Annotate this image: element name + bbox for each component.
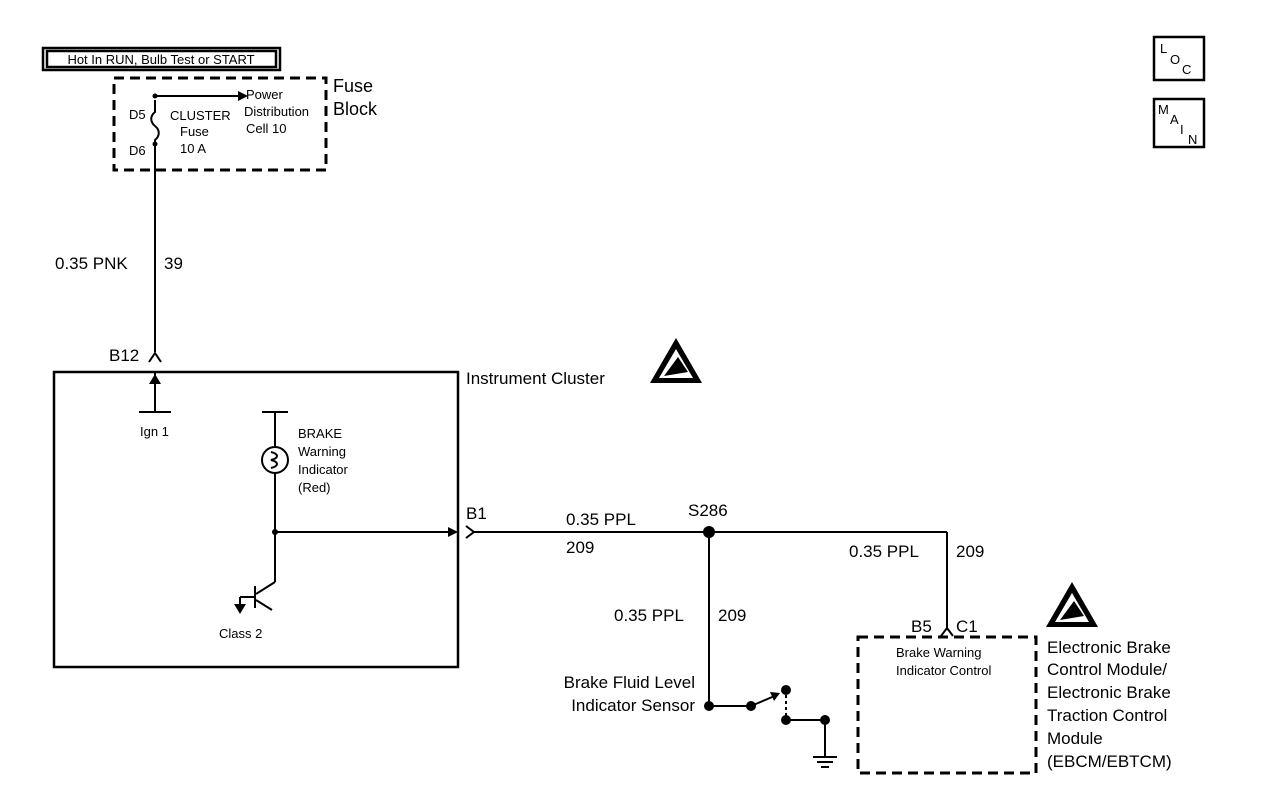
ebcm-module: Brake Warning Indicator Control Electron… bbox=[856, 582, 1172, 775]
instrument-cluster-title: Instrument Cluster bbox=[466, 369, 605, 388]
svg-text:M: M bbox=[1158, 102, 1169, 117]
brake-lamp-symbol bbox=[261, 446, 289, 474]
wire-209-down-circuit: 209 bbox=[718, 606, 746, 625]
wire-209-right-gauge: 0.35 PPL bbox=[849, 542, 919, 561]
sensor-label: Brake Fluid Level bbox=[564, 673, 695, 692]
main-button[interactable]: M A I N bbox=[1152, 97, 1206, 149]
class2-label: Class 2 bbox=[219, 626, 262, 641]
fuse-block: Fuse Block D5 D6 CLUSTER Fuse 10 A Power… bbox=[112, 76, 378, 172]
wire-39-circuit: 39 bbox=[164, 254, 183, 273]
svg-text:Electronic Brake: Electronic Brake bbox=[1047, 683, 1171, 702]
esd-warning-icon-ebcm bbox=[1046, 582, 1098, 627]
wire-209-right-circuit: 209 bbox=[956, 542, 984, 561]
fuse-block-title: Fuse bbox=[333, 76, 373, 96]
brake-fluid-level-sensor: Brake Fluid Level Indicator Sensor bbox=[564, 673, 837, 768]
fuse-block-title-2: Block bbox=[333, 99, 378, 119]
instrument-cluster-outline bbox=[52, 370, 460, 669]
svg-text:Distribution: Distribution bbox=[244, 104, 309, 119]
brake-warning-indicator-control: Brake Warning bbox=[896, 645, 982, 660]
wire-209-down-gauge: 0.35 PPL bbox=[614, 606, 684, 625]
pin-b1: B1 bbox=[466, 504, 487, 523]
fuse-symbol bbox=[150, 100, 160, 144]
fuse-pin-d6: D6 bbox=[129, 143, 146, 158]
ebcm-outline bbox=[856, 635, 1038, 775]
svg-text:Indicator Sensor: Indicator Sensor bbox=[571, 696, 695, 715]
connector-b12-symbol bbox=[148, 351, 162, 363]
svg-text:(Red): (Red) bbox=[298, 480, 331, 495]
connector-c1: C1 bbox=[956, 617, 978, 636]
fuse-name: CLUSTER bbox=[170, 108, 231, 123]
svg-text:O: O bbox=[1170, 52, 1180, 67]
svg-text:(EBCM/EBTCM): (EBCM/EBTCM) bbox=[1047, 752, 1172, 771]
fuse-pin-d5: D5 bbox=[129, 107, 146, 122]
svg-text:Control Module/: Control Module/ bbox=[1047, 660, 1167, 679]
loc-button[interactable]: L O C bbox=[1152, 35, 1206, 82]
ebcm-title: Electronic Brake bbox=[1047, 638, 1171, 657]
svg-text:Indicator: Indicator bbox=[298, 462, 349, 477]
svg-text:L: L bbox=[1160, 41, 1167, 56]
instrument-cluster: Instrument Cluster Ign 1 BRAKE Warning I… bbox=[52, 338, 702, 669]
connector-b1-symbol bbox=[465, 525, 476, 539]
svg-text:Cell 10: Cell 10 bbox=[246, 121, 286, 136]
svg-text:Indicator Control: Indicator Control bbox=[896, 663, 991, 678]
svg-text:Fuse: Fuse bbox=[180, 124, 209, 139]
svg-text:A: A bbox=[1170, 112, 1179, 127]
svg-text:Traction Control: Traction Control bbox=[1047, 706, 1167, 725]
pin-b5: B5 bbox=[911, 617, 932, 636]
svg-text:Power: Power bbox=[246, 87, 284, 102]
wire-209-main-circuit: 209 bbox=[566, 538, 594, 557]
esd-warning-icon bbox=[650, 338, 702, 383]
svg-text:C: C bbox=[1182, 62, 1191, 77]
fuse-block-outline bbox=[112, 76, 328, 172]
power-distribution-arrow bbox=[238, 91, 248, 101]
splice-label: S286 bbox=[688, 501, 728, 520]
ground-symbol bbox=[813, 756, 837, 768]
pin-b12: B12 bbox=[109, 346, 139, 365]
svg-text:N: N bbox=[1188, 132, 1197, 147]
svg-text:I: I bbox=[1180, 122, 1184, 137]
wire-209-main-gauge: 0.35 PPL bbox=[566, 510, 636, 529]
brake-lamp-label: BRAKE bbox=[298, 426, 342, 441]
wire-39-gauge: 0.35 PNK bbox=[55, 254, 128, 273]
fuse-rating: 10 A bbox=[180, 141, 206, 156]
ign1-label: Ign 1 bbox=[140, 424, 169, 439]
power-source-label: Hot In RUN, Bulb Test or START bbox=[41, 46, 282, 72]
svg-text:Module: Module bbox=[1047, 729, 1103, 748]
transistor-symbol bbox=[234, 581, 276, 614]
power-source-text: Hot In RUN, Bulb Test or START bbox=[67, 52, 254, 67]
connector-b5-symbol bbox=[940, 626, 954, 637]
svg-text:Warning: Warning bbox=[298, 444, 346, 459]
